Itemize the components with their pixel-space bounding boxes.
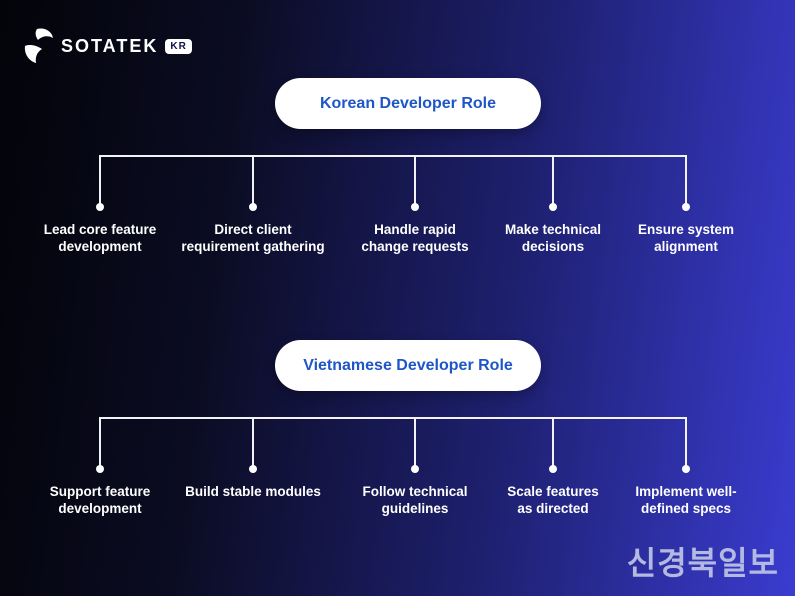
role-item-label: Lead core feature development: [43, 222, 157, 254]
connector-dot: [411, 465, 419, 473]
branch: Implement well- defined specs: [606, 417, 766, 517]
role-item-label: Scale features as directed: [507, 484, 599, 516]
horizontal-connector-line: [100, 155, 687, 157]
connector-line: [414, 155, 416, 204]
horizontal-connector-line: [100, 417, 687, 419]
connector-line: [414, 417, 416, 466]
vietnamese-role-pill: Vietnamese Developer Role: [275, 340, 541, 391]
vietnamese-role-title: Vietnamese Developer Role: [303, 356, 513, 374]
role-item-label: Support feature development: [49, 484, 151, 516]
branch: Build stable modules: [173, 417, 333, 500]
sotatek-logo: SOTATEK KR: [24, 28, 192, 64]
connector-line: [99, 155, 101, 204]
role-item-label: Direct client requirement gathering: [181, 222, 325, 254]
news-watermark: 신경북일보: [626, 545, 779, 581]
connector-dot: [96, 465, 104, 473]
connector-line: [99, 417, 101, 466]
connector-dot: [682, 465, 690, 473]
branch: Make technical decisions: [473, 155, 633, 255]
connector-dot: [682, 203, 690, 211]
branch: Scale features as directed: [473, 417, 633, 517]
connector-line: [252, 417, 254, 466]
connector-line: [252, 155, 254, 204]
kr-badge: KR: [165, 38, 192, 54]
role-item-label: Build stable modules: [185, 484, 321, 499]
vietnamese-role-tree: Support feature development Build stable…: [0, 417, 795, 537]
branch: Support feature development: [20, 417, 180, 517]
connector-line: [552, 155, 554, 204]
korean-role-title: Korean Developer Role: [319, 94, 497, 112]
role-item-label: Follow technical guidelines: [362, 484, 468, 516]
branch: Follow technical guidelines: [335, 417, 495, 517]
brand-name: SOTATEK: [61, 35, 159, 56]
role-item-label: Handle rapid change requests: [361, 222, 469, 254]
branch: Lead core feature development: [20, 155, 180, 255]
connector-dot: [549, 203, 557, 211]
connector-dot: [549, 465, 557, 473]
connector-dot: [249, 465, 257, 473]
role-item-label: Implement well- defined specs: [635, 484, 737, 516]
connector-dot: [249, 203, 257, 211]
korean-role-tree: Lead core feature development Direct cli…: [0, 155, 795, 275]
role-item-label: Ensure system alignment: [637, 222, 735, 254]
role-item-label: Make technical decisions: [504, 222, 602, 254]
connector-line: [685, 155, 687, 204]
branch: Ensure system alignment: [606, 155, 766, 255]
connector-line: [552, 417, 554, 466]
connector-dot: [96, 203, 104, 211]
branch: Handle rapid change requests: [335, 155, 495, 255]
connector-dot: [411, 203, 419, 211]
connector-line: [685, 417, 687, 466]
branch: Direct client requirement gathering: [173, 155, 333, 255]
sotatek-mark-icon: [24, 28, 53, 63]
korean-role-pill: Korean Developer Role: [275, 78, 541, 129]
